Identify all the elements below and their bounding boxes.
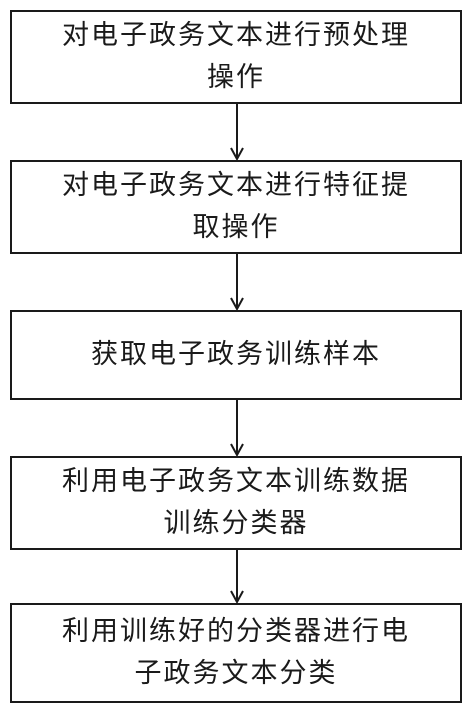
arrow-down-connector [229,254,245,310]
arrow-down-connector [229,400,245,456]
step-training-samples-box: 获取电子政务训练样本 [10,310,462,400]
arrow-down-icon [230,400,244,456]
step-train-classifier-box: 利用电子政务文本训练数据 训练分类器 [10,456,462,550]
arrow-down-icon [230,254,244,310]
step-preprocess-box: 对电子政务文本进行预处理 操作 [10,10,462,104]
arrow-down-connector [229,104,245,160]
step-training-samples-label: 获取电子政务训练样本 [91,339,381,370]
arrow-down-icon [230,550,244,603]
step-feature-extraction-label: 对电子政务文本进行特征提 取操作 [62,170,410,243]
step-classify-text-label: 利用训练好的分类器进行电 子政务文本分类 [62,616,410,689]
step-preprocess-label: 对电子政务文本进行预处理 操作 [62,20,410,93]
step-feature-extraction-box: 对电子政务文本进行特征提 取操作 [10,160,462,254]
step-train-classifier-label: 利用电子政务文本训练数据 训练分类器 [62,466,410,539]
arrow-down-connector [229,550,245,603]
step-classify-text-box: 利用训练好的分类器进行电 子政务文本分类 [10,603,462,703]
arrow-down-icon [230,104,244,160]
